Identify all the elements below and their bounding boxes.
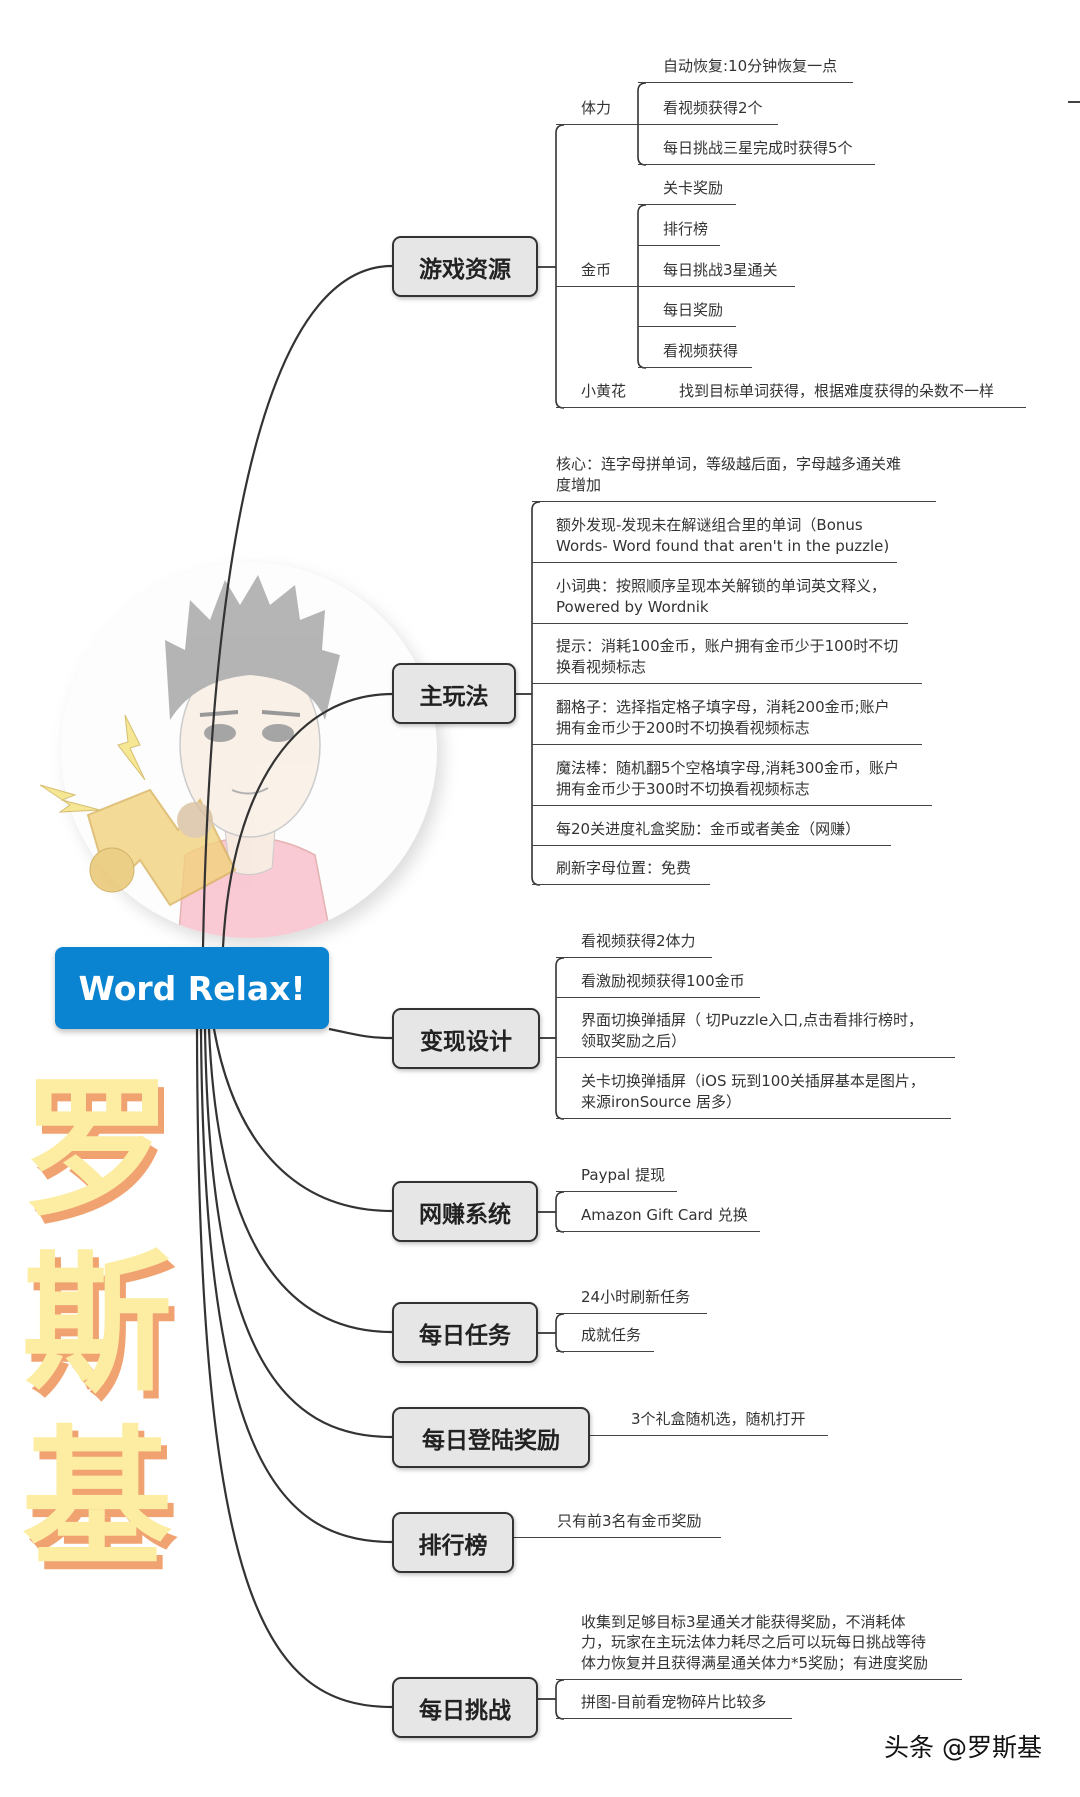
root-branch-curve — [207, 1028, 393, 1334]
gameplay-item[interactable]: 刷新字母位置：免费 — [532, 855, 710, 885]
subtopic-item[interactable]: 每日奖励 — [638, 297, 736, 327]
subtopic-label: 关卡奖励 — [663, 178, 724, 197]
login-reward-item[interactable]: 3个礼盒随机选，随机打开 — [590, 1406, 828, 1436]
line: 看激励视频获得100金币 — [581, 971, 745, 990]
line: Paypal 提现 — [581, 1165, 666, 1184]
topic-flowers[interactable]: 小黄花 找到目标单词获得，根据难度获得的朵数不一样 — [556, 378, 1026, 408]
line: 刷新字母位置：免费 — [556, 858, 692, 877]
monetization-item[interactable]: 关卡切换弹插屏（iOS 玩到100关插屏基本是图片， 来源ironSource 居… — [556, 1067, 951, 1119]
line: 拥有金币少于300时不切换看视频标志 — [556, 779, 810, 798]
subtopic-label: 看视频获得2个 — [663, 98, 763, 117]
line: 成就任务 — [581, 1325, 642, 1344]
root-branch-curve — [328, 1027, 393, 1040]
line: 换看视频标志 — [556, 657, 647, 676]
line: 体力恢复并且获得满星通关体力*5奖励；有进度奖励 — [581, 1653, 929, 1672]
earn-item-amazon[interactable]: Amazon Gift Card 兑换 — [556, 1202, 760, 1232]
challenge-item[interactable]: 拼图-目前看宠物碎片比较多 — [556, 1689, 792, 1719]
subtopic-item[interactable]: 每日挑战三星完成时获得5个 — [638, 135, 875, 165]
line: Words- Word found that aren't in the puz… — [556, 536, 890, 555]
line: 只有前3名有金币奖励 — [557, 1511, 702, 1530]
monetization-item[interactable]: 看激励视频获得100金币 — [556, 968, 760, 998]
line: 收集到足够目标3星通关才能获得奖励，不消耗体 — [581, 1612, 906, 1631]
offscreen-connector — [1068, 101, 1080, 103]
line: 每20关进度礼盒奖励：金币或者美金（网赚） — [556, 819, 861, 838]
subtopic-label: 排行榜 — [663, 219, 709, 238]
line: 力，玩家在主玩法体力耗尽之后可以玩每日挑战等待 — [581, 1633, 927, 1651]
node-daily-tasks[interactable]: 每日任务 — [392, 1302, 538, 1363]
node-earn-system[interactable]: 网赚系统 — [392, 1181, 538, 1242]
root-branch-curve — [212, 1028, 393, 1213]
challenge-item[interactable]: 收集到足够目标3星通关才能获得奖励，不消耗体力，玩家在主玩法体力耗尽之后可以玩每… — [556, 1607, 962, 1680]
node-game-resources[interactable]: 游戏资源 — [392, 236, 538, 297]
line: 3个礼盒随机选，随机打开 — [631, 1409, 806, 1428]
line: 24小时刷新任务 — [581, 1287, 691, 1306]
footer-watermark: 头条 @罗斯基 — [884, 1733, 1042, 1762]
line: 拼图-目前看宠物碎片比较多 — [581, 1692, 767, 1711]
subtopic-item[interactable]: 看视频获得2个 — [638, 95, 778, 125]
line: 拥有金币少于200时不切换看视频标志 — [556, 718, 810, 737]
root-branch-curve — [195, 1028, 393, 1709]
node-daily-login-reward[interactable]: 每日登陆奖励 — [392, 1407, 590, 1468]
root-branch-curve — [201, 264, 393, 948]
line: 魔法棒：随机翻5个空格填字母,消耗300金币，账户 — [556, 759, 899, 777]
subtopic-label: 自动恢复:10分钟恢复一点 — [663, 56, 838, 75]
subtopic-item[interactable]: 自动恢复:10分钟恢复一点 — [638, 53, 853, 83]
node-monetization[interactable]: 变现设计 — [392, 1008, 540, 1069]
line: 小词典：按照顺序呈现本关解锁的单词英文释义， — [556, 577, 887, 595]
topic-label: 小黄花 — [581, 381, 627, 400]
gameplay-item[interactable]: 提示：消耗100金币，账户拥有金币少于100时不切换看视频标志 — [532, 632, 922, 684]
monetization-item[interactable]: 看视频获得2体力 — [556, 928, 712, 958]
root-node[interactable]: Word Relax! — [55, 947, 329, 1029]
subtopic-label: 每日奖励 — [663, 300, 724, 319]
line: 额外发现-发现未在解谜组合里的单词（Bonus — [556, 516, 863, 534]
line: 提示：消耗100金币，账户拥有金币少于100时不切 — [556, 637, 899, 655]
topic-label: 体力 — [581, 98, 612, 117]
topic-label: 金币 — [581, 260, 612, 279]
gameplay-item[interactable]: 核心：连字母拼单词，等级越后面，字母越多通关难度增加 — [532, 450, 936, 502]
line: 关卡切换弹插屏（iOS 玩到100关插屏基本是图片， — [581, 1072, 925, 1090]
node-core-gameplay[interactable]: 主玩法 — [392, 663, 516, 724]
line: 来源ironSource 居多） — [581, 1092, 741, 1111]
line: 度增加 — [556, 475, 602, 494]
line: Amazon Gift Card 兑换 — [581, 1205, 748, 1224]
subtopic-item[interactable]: 关卡奖励 — [638, 175, 736, 205]
gameplay-item[interactable]: 每20关进度礼盒奖励：金币或者美金（网赚） — [532, 816, 891, 846]
gameplay-item[interactable]: 翻格子：选择指定格子填字母，消耗200金币;账户拥有金币少于200时不切换看视频… — [532, 693, 922, 745]
gameplay-item[interactable]: 小词典：按照顺序呈现本关解锁的单词英文释义， Powered by Wordnik — [532, 572, 908, 624]
topic-coins[interactable]: 金币 — [556, 257, 638, 287]
node-leaderboard[interactable]: 排行榜 — [392, 1512, 514, 1573]
earn-item-paypal[interactable]: Paypal 提现 — [556, 1162, 677, 1192]
subtopic-label: 看视频获得 — [663, 341, 739, 360]
line: 核心：连字母拼单词，等级越后面，字母越多通关难 — [556, 455, 902, 473]
subtopic-label: 每日挑战三星完成时获得5个 — [663, 138, 853, 157]
task-item[interactable]: 成就任务 — [556, 1322, 654, 1352]
monetization-item[interactable]: 界面切换弹插屏（ 切Puzzle入口,点击看排行榜时， 领取奖励之后） — [556, 1006, 955, 1058]
subtopic-item[interactable]: 每日挑战3星通关 — [638, 257, 795, 287]
node-daily-challenge[interactable]: 每日挑战 — [392, 1677, 538, 1738]
topic-stamina[interactable]: 体力 — [556, 95, 638, 125]
subtopic-label[interactable]: 找到目标单词获得，根据难度获得的朵数不一样 — [679, 381, 995, 400]
root-branch-curve — [221, 692, 394, 948]
line: Powered by Wordnik — [556, 597, 709, 616]
leaderboard-item[interactable]: 只有前3名有金币奖励 — [514, 1508, 721, 1538]
task-item[interactable]: 24小时刷新任务 — [556, 1284, 707, 1314]
line: 领取奖励之后） — [581, 1031, 687, 1050]
gameplay-item[interactable]: 魔法棒：随机翻5个空格填字母,消耗300金币，账户拥有金币少于300时不切换看视… — [532, 754, 932, 806]
subtopic-label: 每日挑战3星通关 — [663, 260, 778, 279]
subtopic-item[interactable]: 排行榜 — [638, 216, 720, 246]
root-branch-curve — [199, 1028, 393, 1544]
line: 翻格子：选择指定格子填字母，消耗200金币;账户 — [556, 698, 890, 716]
line: 界面切换弹插屏（ 切Puzzle入口,点击看排行榜时， — [581, 1011, 923, 1029]
line: 看视频获得2体力 — [581, 931, 696, 950]
root-branch-curve — [203, 1028, 393, 1439]
subtopic-item[interactable]: 看视频获得 — [638, 338, 752, 368]
